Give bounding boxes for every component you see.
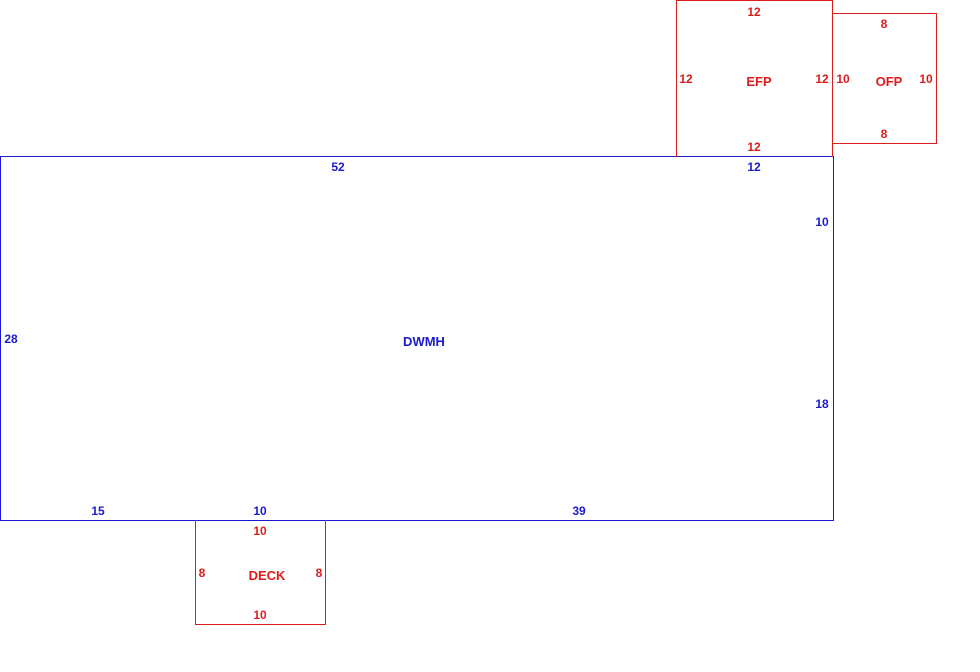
deck-right-dimension: 8 xyxy=(315,566,323,580)
deck-top-dimension: 10 xyxy=(253,524,267,538)
dwmh-right-lower-dimension: 18 xyxy=(815,397,829,411)
efp-top-dimension: 12 xyxy=(747,5,761,19)
deck-label: DECK xyxy=(248,568,286,583)
dwmh-bottom-left-dimension: 15 xyxy=(91,504,105,518)
efp-bottom-dimension: 12 xyxy=(747,140,761,154)
dwmh-bottom-right-dimension: 39 xyxy=(572,504,586,518)
ofp-label: OFP xyxy=(875,74,903,89)
deck-left-dimension: 8 xyxy=(198,566,206,580)
ofp-left-dimension: 10 xyxy=(836,72,850,86)
dwmh-left-dimension: 28 xyxy=(4,332,18,346)
efp-label: EFP xyxy=(746,74,772,89)
efp-right-dimension: 12 xyxy=(815,72,829,86)
deck-outline xyxy=(195,520,326,625)
efp-outline xyxy=(676,0,833,157)
ofp-right-dimension: 10 xyxy=(919,72,933,86)
ofp-top-dimension: 8 xyxy=(880,17,888,31)
ofp-outline xyxy=(833,13,937,144)
dwmh-right-upper-dimension: 10 xyxy=(815,215,829,229)
dwmh-label: DWMH xyxy=(403,334,445,349)
dwmh-bottom-mid-dimension: 10 xyxy=(253,504,267,518)
ofp-bottom-dimension: 8 xyxy=(880,127,888,141)
dwmh-top-right-dimension: 12 xyxy=(747,160,761,174)
dwmh-outline xyxy=(0,156,834,521)
dwmh-top-dimension: 52 xyxy=(331,160,345,174)
deck-bottom-dimension: 10 xyxy=(253,608,267,622)
efp-left-dimension: 12 xyxy=(679,72,693,86)
